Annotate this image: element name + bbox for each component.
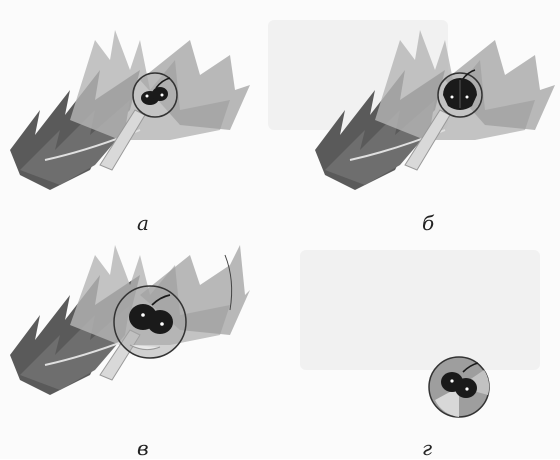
panel-a: а — [0, 0, 280, 230]
panel-a-drawing — [0, 0, 280, 230]
caption-v: в — [137, 438, 149, 458]
bug-icon — [133, 73, 177, 117]
panel-b-drawing — [300, 0, 560, 230]
caption-a: а — [137, 213, 149, 233]
bug-icon — [429, 357, 489, 417]
caption-g: г — [422, 438, 432, 458]
panel-b: б — [300, 0, 560, 230]
panel-g: г — [300, 235, 560, 459]
panel-g-drawing — [300, 235, 560, 459]
foliage — [315, 30, 555, 190]
foliage — [10, 30, 250, 190]
caption-b: б — [422, 213, 434, 233]
bug-icon — [114, 286, 186, 358]
panel-v: в — [0, 235, 280, 459]
panel-v-drawing — [0, 235, 280, 459]
